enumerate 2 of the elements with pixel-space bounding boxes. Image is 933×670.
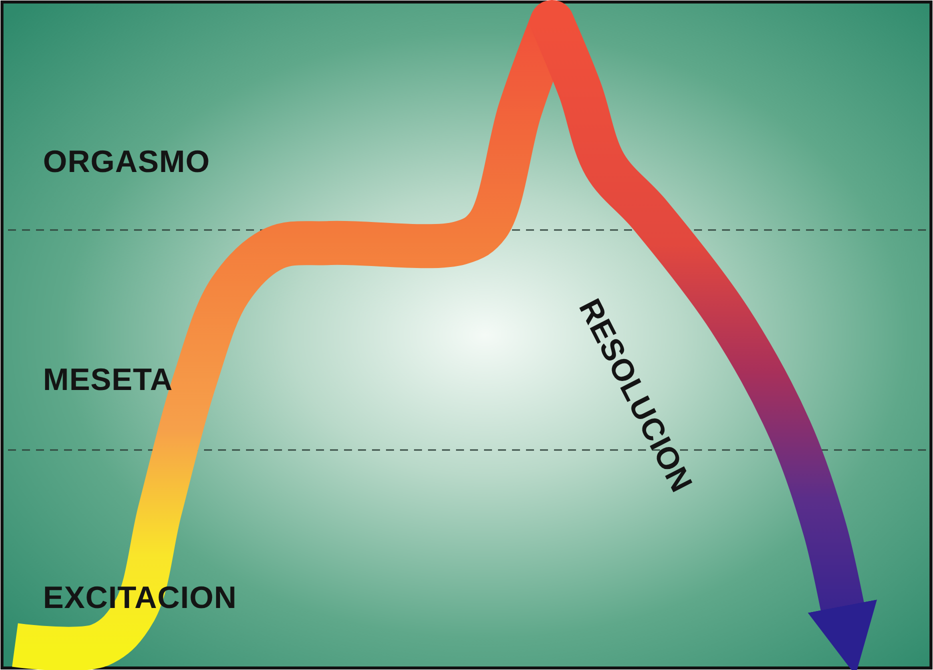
stage-label: ORGASMO <box>43 146 210 177</box>
stage-label: MESETA <box>43 364 173 395</box>
